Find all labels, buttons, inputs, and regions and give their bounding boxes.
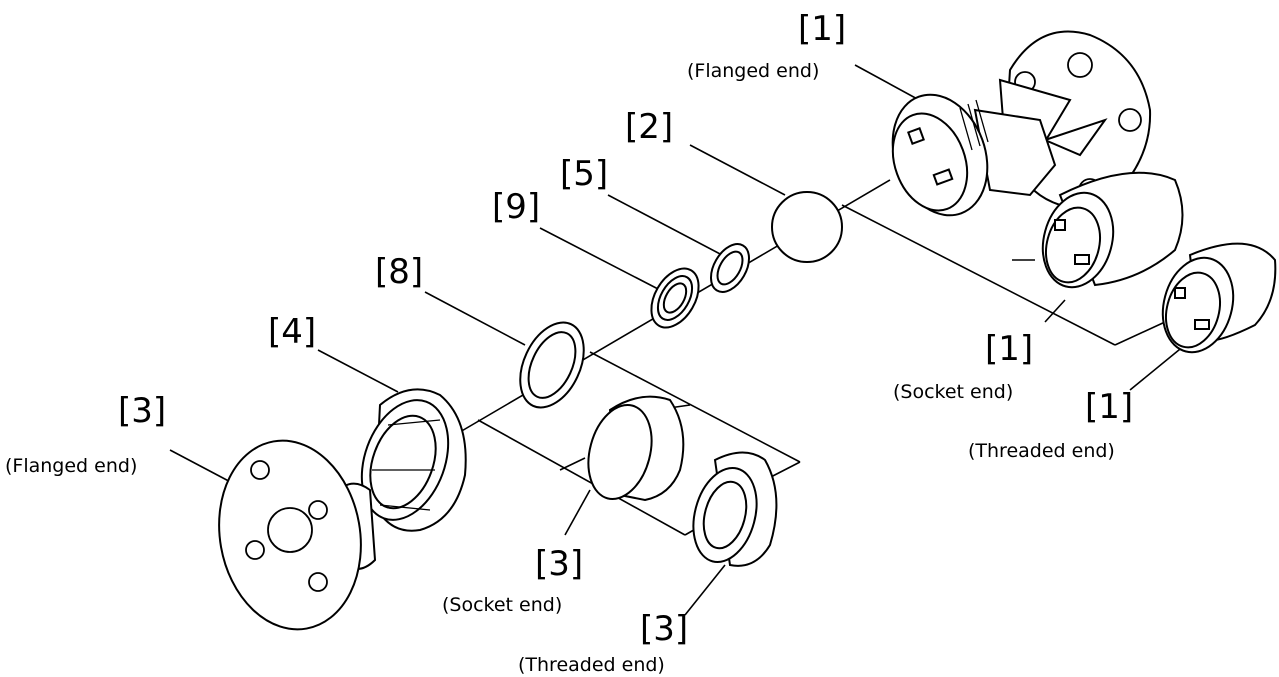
label-part3-flanged-number: [3] [118, 391, 166, 431]
part5-seat-ring [710, 243, 750, 293]
label-part8-number: [8] [375, 252, 423, 292]
part9-seat-carrier [650, 267, 700, 329]
part3-threaded-end [692, 451, 778, 567]
label-part3-threaded-number: [3] [640, 609, 688, 649]
part8-o-ring [519, 321, 585, 409]
part2-ball [771, 191, 843, 263]
label-part4-number: [4] [268, 312, 316, 352]
part1-threaded-end [1161, 242, 1277, 354]
label-part1-flanged-caption: (Flanged end) [687, 60, 819, 82]
label-part9-number: [9] [492, 187, 540, 227]
label-part5-number: [5] [560, 154, 608, 194]
label-part2-number: [2] [625, 107, 673, 147]
label-part3-threaded-caption: (Threaded end) [518, 654, 665, 676]
label-part3-socket-caption: (Socket end) [442, 594, 562, 616]
part4-union-nut [360, 388, 467, 532]
part3-socket-end [587, 395, 685, 502]
label-part1-threaded-caption: (Threaded end) [968, 440, 1115, 462]
part-labels: [1] (Flanged end) [2] [5] [9] [8] [4] [3… [5, 9, 1133, 676]
label-part1-threaded-number: [1] [1085, 387, 1133, 427]
label-part3-socket-number: [3] [535, 544, 583, 584]
label-part3-flanged-caption: (Flanged end) [5, 455, 137, 477]
part3-flanged-end [218, 439, 377, 631]
label-part1-flanged-number: [1] [798, 9, 846, 49]
leader-lines [169, 64, 1186, 616]
label-part1-socket-number: [1] [985, 329, 1033, 369]
part1-socket-end [1041, 171, 1184, 289]
part1-flanged-end-body [891, 30, 1152, 217]
label-part1-socket-caption: (Socket end) [893, 381, 1013, 403]
